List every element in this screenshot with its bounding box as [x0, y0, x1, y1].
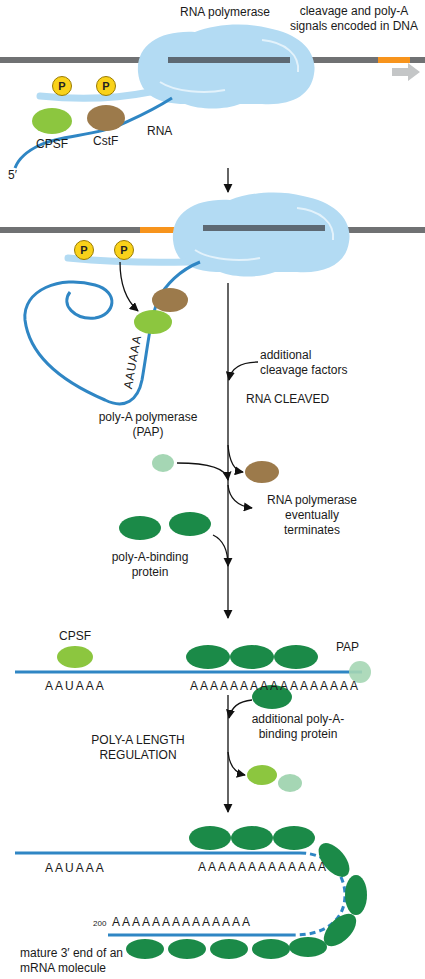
rna-strand: [15, 671, 362, 674]
phosphate-label: P: [58, 81, 65, 92]
phosphate-label: P: [80, 245, 87, 256]
pap-protein: [278, 774, 302, 792]
phosphate-label: P: [120, 245, 127, 256]
cpsf-protein: [247, 765, 277, 785]
component-label: RNA polymerase: [160, 5, 290, 20]
sequence-label: AAAAAAAAAAAAAA: [112, 915, 252, 930]
flow-arrow: [177, 283, 258, 618]
protein-label: CstF: [93, 134, 118, 149]
cpsf-protein: [57, 646, 93, 668]
protein-label: CPSF: [36, 137, 68, 152]
cpsf-protein: [32, 108, 72, 134]
rna-strand: [15, 672, 362, 673]
flow-arrow: [228, 695, 252, 812]
flow-arrow: [228, 752, 245, 775]
cpsf-protein: [32, 108, 72, 134]
phosphate-circle: P: [96, 76, 116, 96]
direction-arrow: [392, 63, 420, 81]
rna-strand: [108, 934, 295, 937]
transfer-arrow: [120, 262, 138, 311]
poly-a-binding-protein: [169, 512, 211, 536]
rna-strand: [25, 262, 200, 404]
protein-label: CPSF: [59, 629, 91, 644]
signal-note: cleavage and poly-A signals encoded in D…: [283, 4, 425, 34]
step-note: RNA polymerase eventually terminates: [256, 493, 368, 538]
cpsf-protein: [57, 646, 93, 668]
cstf-protein: [245, 461, 279, 483]
sequence-label: AAAAAAAAAAAAAAAAA: [190, 679, 360, 694]
flow-arrow: [228, 485, 252, 508]
rna-strand: [15, 98, 172, 168]
direction-arrow: [392, 63, 420, 81]
molecule-label: RNA: [147, 124, 172, 139]
poly-a-binding-protein: [126, 826, 367, 959]
caption-note: mature 3′ end of an mRNA molecule: [20, 946, 124, 976]
dna-strand: [378, 57, 410, 63]
flow-arrow: [229, 700, 252, 718]
cstf-protein: [245, 461, 279, 483]
poly-a-binding-protein: [168, 939, 206, 959]
rna-polymerase: [173, 193, 350, 277]
flow-arrow: [227, 168, 228, 192]
poly-a-binding-protein: [126, 939, 164, 959]
sequence-label: AAAAAAAAAAAAA: [198, 860, 328, 875]
rna-polymerase: [138, 25, 315, 109]
rna-strand: [25, 262, 200, 404]
pap-protein: [152, 454, 174, 472]
cstf-protein: [87, 105, 125, 131]
poly-a-binding-protein: [189, 826, 231, 850]
protein-label: additional poly-A-binding protein: [248, 712, 348, 742]
poly-a-binding-protein: [274, 645, 318, 669]
dna-strand: [140, 227, 175, 233]
cpsf-protein: [134, 310, 172, 334]
poly-a-binding-protein: [230, 645, 274, 669]
poly-a-binding-protein: [231, 826, 273, 850]
flow-arrow: [177, 463, 228, 480]
end-label: 5′: [8, 168, 17, 183]
cstf-protein: [152, 288, 188, 312]
flow-arrow: [213, 535, 228, 566]
protein-label: poly-A-binding protein: [95, 550, 205, 580]
protein-label: PAP: [336, 640, 359, 655]
step-title: RNA CLEAVED: [246, 392, 329, 407]
poly-a-binding-protein: [186, 645, 230, 669]
flow-arrow: [228, 445, 243, 472]
rna-strand: [15, 852, 300, 855]
pap-protein: [278, 774, 302, 792]
poly-a-binding-protein: [345, 875, 367, 915]
cpsf-protein: [134, 310, 172, 334]
cpsf-protein: [247, 765, 277, 785]
sequence-label: AAUAAA: [45, 861, 106, 876]
poly-a-binding-protein: [186, 645, 318, 669]
phosphate-circle: P: [74, 240, 94, 260]
poly-a-binding-protein: [273, 826, 315, 850]
poly-a-binding-protein: [210, 939, 248, 959]
poly-a-binding-protein: [289, 937, 327, 957]
flow-arrow: [229, 362, 258, 380]
sequence-label: AAUAAA: [45, 679, 106, 694]
poly-a-binding-protein: [252, 939, 290, 959]
poly-a-binding-protein: [119, 516, 161, 540]
cstf-protein: [152, 288, 188, 312]
phosphate-circle: P: [52, 76, 72, 96]
protein-label: poly-A polymerase (PAP): [88, 410, 208, 440]
poly-a-binding-protein: [119, 512, 211, 540]
transfer-arrow: [120, 262, 138, 311]
phosphate-circle: P: [114, 240, 134, 260]
cstf-protein: [87, 105, 125, 131]
step-title: POLY-A LENGTH REGULATION: [72, 733, 204, 763]
length-number: 200: [93, 919, 106, 929]
flow-arrow: [228, 168, 229, 192]
step-note: additional cleavage factors: [260, 348, 360, 378]
phosphate-label: P: [102, 81, 109, 92]
pap-protein: [152, 454, 174, 472]
rna-strand: [15, 98, 172, 168]
rna-strand: [15, 853, 345, 935]
